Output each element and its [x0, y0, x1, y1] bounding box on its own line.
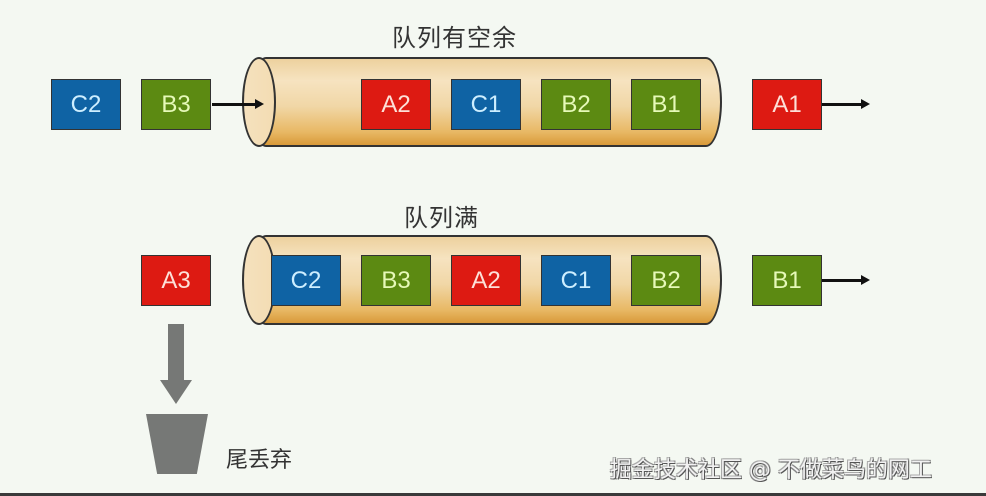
- packet-box: B3: [141, 79, 211, 130]
- bottom-border: [0, 493, 986, 496]
- right-arrow-icon: [212, 99, 264, 109]
- title-queue-has-space: 队列有空余: [392, 24, 517, 52]
- watermark: 掘金技术社区 @ 不做菜鸟的网工: [610, 458, 932, 483]
- packet-box: A2: [451, 255, 521, 306]
- packet-box: C2: [51, 79, 121, 130]
- packet-box: C1: [541, 255, 611, 306]
- trash-bin-icon: [146, 414, 208, 474]
- packet-box: C2: [271, 255, 341, 306]
- packet-box: C1: [451, 79, 521, 130]
- output-packet-box: A1: [752, 79, 822, 130]
- right-arrow-icon: [822, 99, 870, 109]
- output-packet-box: B1: [752, 255, 822, 306]
- packet-box: B3: [361, 255, 431, 306]
- packet-box: B1: [631, 79, 701, 130]
- down-arrow-icon: [160, 380, 192, 404]
- queue-tube-opening: [242, 235, 276, 325]
- packet-box: B2: [541, 79, 611, 130]
- right-arrow-icon: [822, 275, 870, 285]
- packet-box: B2: [631, 255, 701, 306]
- title-queue-full: 队列满: [404, 204, 479, 232]
- tail-drop-caption: 尾丢弃: [226, 448, 293, 473]
- down-arrow-icon: [168, 324, 184, 382]
- packet-box: A2: [361, 79, 431, 130]
- rejected-packet-box: A3: [141, 255, 211, 306]
